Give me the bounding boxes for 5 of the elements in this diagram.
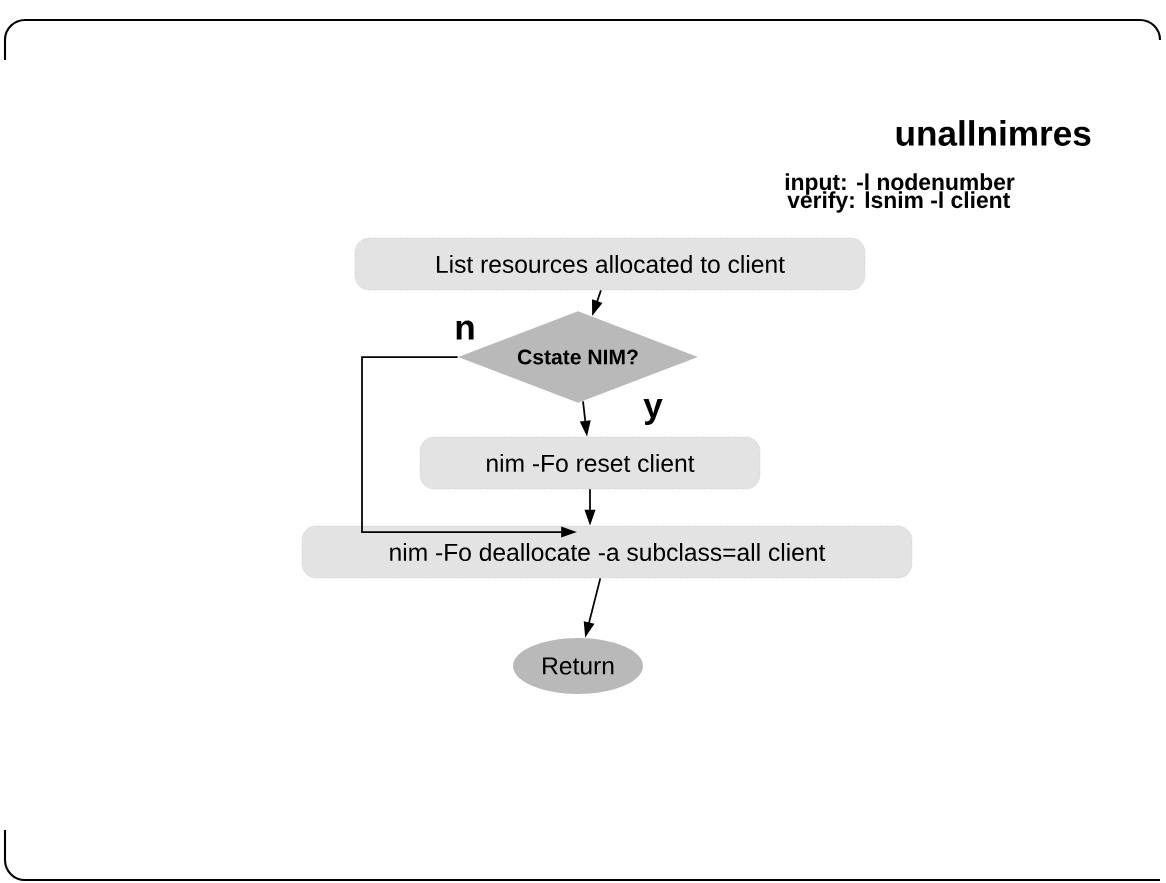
process-box: List resources allocated to client: [354, 237, 866, 291]
process-box: nim -Fo reset client: [419, 436, 761, 490]
process-box: nim -Fo deallocate -a subclass=all client: [301, 525, 913, 579]
title: unallnimres: [896, 120, 1091, 146]
edge-label: n: [456, 320, 474, 340]
